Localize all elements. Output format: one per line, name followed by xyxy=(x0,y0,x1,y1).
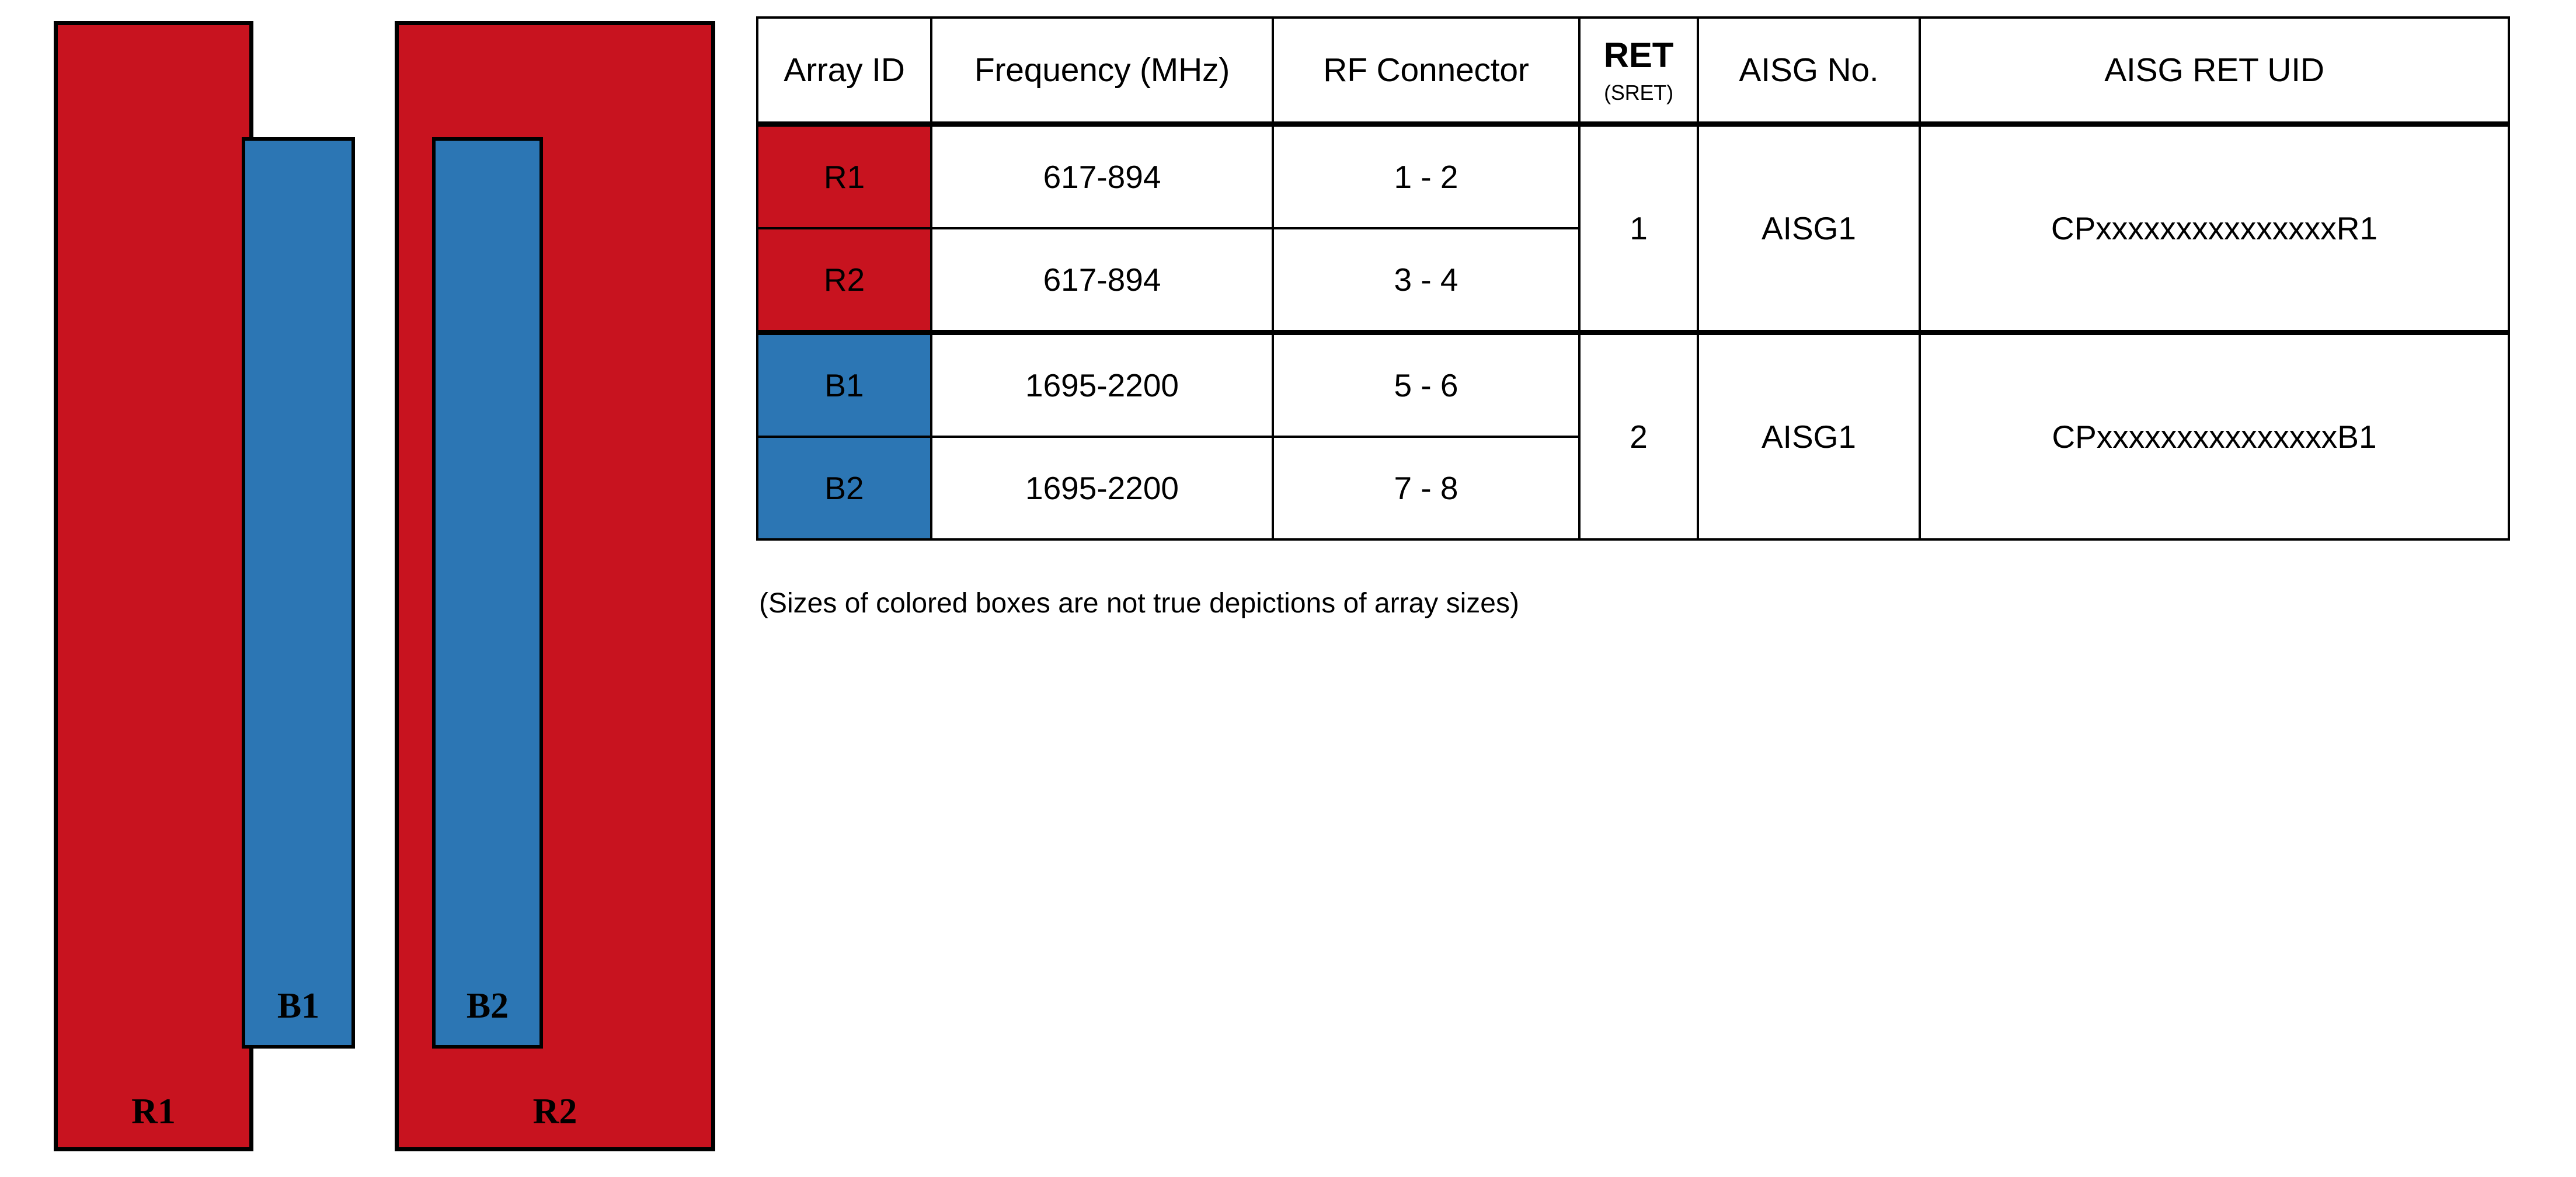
column-header-ret: RET (SRET) xyxy=(1578,16,1699,126)
column-header-ret-sub: (SRET) xyxy=(1604,80,1673,105)
cell-frequency: 617-894 xyxy=(930,121,1274,229)
array-label-r1: R1 xyxy=(131,1092,176,1131)
array-box-r1: R1 xyxy=(54,21,253,1151)
cell-rf-connector: 7 - 8 xyxy=(1272,436,1581,541)
array-label-b1: B1 xyxy=(277,986,320,1026)
cell-ret: 1 xyxy=(1578,121,1699,334)
cell-rf-connector: 5 - 6 xyxy=(1272,330,1581,438)
column-header-aisg-ret-uid: AISG RET UID xyxy=(1919,16,2510,126)
cell-array-id: R2 xyxy=(756,227,932,334)
cell-frequency: 617-894 xyxy=(930,227,1274,334)
config-table-container: Array ID Frequency (MHz) RF Connector RE… xyxy=(756,16,2510,541)
cell-rf-connector: 3 - 4 xyxy=(1272,227,1581,334)
column-header-rf-connector: RF Connector xyxy=(1272,16,1581,126)
cell-aisg-ret-uid: CPxxxxxxxxxxxxxxxB1 xyxy=(1919,330,2510,541)
cell-frequency: 1695-2200 xyxy=(930,436,1274,541)
cell-array-id: B2 xyxy=(756,436,932,541)
cell-array-id: B1 xyxy=(756,330,932,438)
cell-array-id: R1 xyxy=(756,121,932,229)
cell-ret: 2 xyxy=(1578,330,1699,541)
column-header-aisg-no: AISG No. xyxy=(1697,16,1921,126)
cell-rf-connector: 1 - 2 xyxy=(1272,121,1581,229)
table-header-row: Array ID Frequency (MHz) RF Connector RE… xyxy=(756,16,2510,126)
array-box-b2: B2 xyxy=(432,137,543,1049)
array-label-r2: R2 xyxy=(532,1092,577,1131)
column-header-frequency: Frequency (MHz) xyxy=(930,16,1274,126)
cell-aisg-ret-uid: CPxxxxxxxxxxxxxxxR1 xyxy=(1919,121,2510,334)
cell-aisg-no: AISG1 xyxy=(1697,330,1921,541)
table-header: Array ID Frequency (MHz) RF Connector RE… xyxy=(756,16,2510,126)
diagram-caption: (Sizes of colored boxes are not true dep… xyxy=(759,588,1519,619)
array-box-b1: B1 xyxy=(242,137,355,1049)
cell-aisg-no: AISG1 xyxy=(1697,121,1921,334)
array-diagram: R1 B1 R2 B2 xyxy=(0,0,736,1177)
cell-frequency: 1695-2200 xyxy=(930,330,1274,438)
column-header-ret-main: RET xyxy=(1603,35,1674,75)
column-header-array-id: Array ID xyxy=(756,16,932,126)
array-label-b2: B2 xyxy=(466,986,509,1026)
array-config-table: Array ID Frequency (MHz) RF Connector RE… xyxy=(756,16,2510,541)
